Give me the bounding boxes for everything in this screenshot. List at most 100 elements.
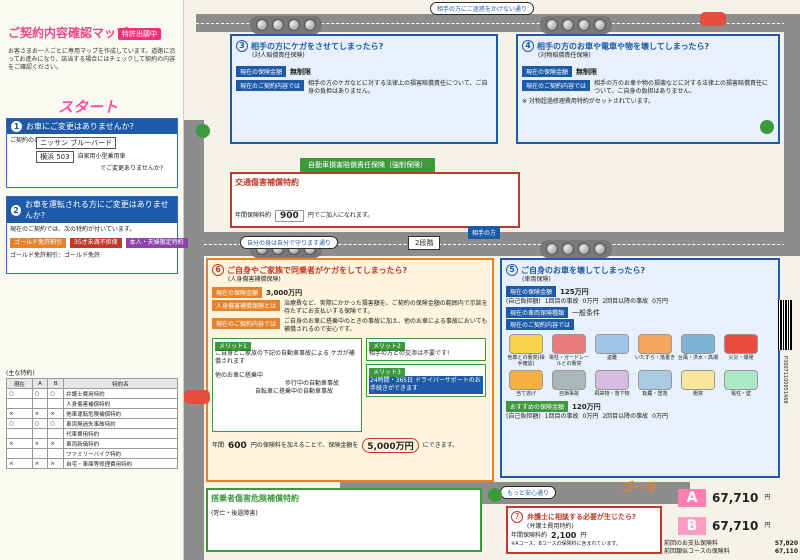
panel-5-recommend-label: おすすめの保険金額 bbox=[506, 401, 569, 412]
panel-3-bodily-injury: 3 相手の方にケガをさせてしまったら? (対人賠償責任保険) 現在の保険金額 無… bbox=[230, 34, 498, 144]
course-b-price: 67,710 bbox=[712, 519, 759, 533]
panel-4-contract-text: 相手の方のお車や物の損壊などに対する法律上の損害賠償責任について、ご自身の負担は… bbox=[594, 80, 769, 95]
start-sign: スタート bbox=[58, 98, 119, 116]
panel-5-current-label: 現在の保険金額 bbox=[506, 286, 557, 297]
damage-grid: 他車との衝突(相手確認) 電柱・ガードレールとの衝突 盗難 いたずら・落書き 台… bbox=[506, 334, 774, 397]
special-terms-table: 現在 A B 特約名 ○○○弁護士費用特約 人身傷害補償特約 ×××他車運転危険… bbox=[6, 378, 178, 469]
question-1: 1 お車にご変更はありませんか? ご契約のお車は ニッサン ブルーバード 横浜 … bbox=[6, 118, 178, 188]
panel-4-contract-label: 現在のご契約内容では bbox=[522, 80, 591, 91]
panel-5-recommend-value: 120万円 bbox=[572, 402, 601, 411]
light-icon bbox=[562, 243, 574, 255]
panel-4-heading: 相手の方のお車や電車や物を壊してしまったら? bbox=[537, 41, 710, 51]
goal-sign: ゴール bbox=[620, 480, 657, 494]
gold-note: ゴールド免許割引：ゴールド免許 bbox=[10, 252, 101, 259]
table-row: 代車費用特約 bbox=[6, 428, 178, 439]
falling-object-icon bbox=[595, 370, 629, 390]
question-1-text: お車にご変更はありませんか? bbox=[26, 122, 134, 131]
question-1-number: 1 bbox=[11, 121, 22, 132]
panel-3-current-value: 無制限 bbox=[290, 67, 312, 76]
prev-label: 前回のお支払保険料 bbox=[664, 540, 719, 547]
merit-3-label: メリット3 bbox=[369, 368, 405, 377]
panel-5-deductible-1v: 0万円 bbox=[582, 298, 599, 305]
panel-5-recommend-1v: 0万円 bbox=[582, 413, 599, 420]
table-row: ×××自宅・車庫等修理費用特約 bbox=[6, 458, 178, 469]
light-icon bbox=[256, 19, 268, 31]
intersection-sign: 2段階 bbox=[408, 236, 441, 250]
light-icon bbox=[578, 243, 590, 255]
damage-item: 転覆・墜落 bbox=[642, 391, 668, 397]
tree-icon bbox=[488, 488, 502, 502]
table-row: ファミリーバイク特約 bbox=[6, 448, 178, 459]
merit-2-text: 相手の方との交渉は不要です! bbox=[369, 350, 450, 357]
traffic-light-3 bbox=[250, 16, 322, 34]
panel-4-current-label: 現在の保険金額 bbox=[522, 66, 573, 77]
panel-7-number: 7 bbox=[511, 511, 523, 523]
panel-5-deductible-1: 1回目の事故 bbox=[544, 298, 579, 305]
col-b: B bbox=[47, 378, 65, 389]
panel-5-sub: (車両保険) bbox=[522, 276, 551, 283]
table-row: 人身傷害補償特約 bbox=[6, 398, 178, 409]
panel-6-number: 6 bbox=[212, 264, 224, 276]
merit-1-label: メリット1 bbox=[215, 342, 251, 351]
previous-fees: 前回のお支払保険料 57,820 前回類似コースの保険料 67,110 bbox=[664, 540, 798, 556]
scene-walking: 歩行中の自動車事故 bbox=[285, 380, 340, 387]
damage-item: 台風・洪水・高潮 bbox=[678, 355, 719, 361]
table-row: ×××他車運転危険補償特約 bbox=[6, 408, 178, 419]
tree-icon bbox=[760, 120, 774, 134]
light-icon bbox=[272, 19, 284, 31]
wall-icon bbox=[724, 370, 758, 390]
panel-7-fee-label: 年間保険料約 bbox=[511, 531, 548, 539]
panel-5-recommend-deductible: (自己負担額) bbox=[506, 413, 541, 420]
question-2: 2 お車を運転される方にご変更はありませんか? 現在のご契約では、次の特約が付い… bbox=[6, 196, 188, 274]
traffic-fee: 900 bbox=[275, 210, 304, 222]
recommend-fee: 600 bbox=[228, 440, 247, 451]
badge-family: 本人・夫婦限定特約 bbox=[125, 238, 188, 248]
road-middle-dash bbox=[184, 244, 800, 245]
traffic-fee-tail: 円でご加入になれます。 bbox=[307, 212, 374, 219]
panel-5-contract-label: 現在のご契約内容では bbox=[506, 319, 575, 330]
car-icon bbox=[700, 12, 726, 26]
light-icon bbox=[546, 19, 558, 31]
self-accident-icon bbox=[552, 370, 586, 390]
table-row: ×××車両新価特約 bbox=[6, 438, 178, 449]
damage-item: 盗難 bbox=[606, 355, 617, 361]
course-b-badge: B bbox=[678, 517, 706, 535]
course-a-price: 67,710 bbox=[712, 491, 759, 505]
road-top-dash bbox=[196, 23, 800, 24]
panel-6-desc-label: 人身傷害補償保険とは bbox=[212, 300, 281, 311]
light-icon bbox=[594, 243, 606, 255]
panel-6-sub: (人身傷害補償保険) bbox=[228, 276, 281, 283]
special-terms: (主な特約) 現在 A B 特約名 ○○○弁護士費用特約 人身傷害補償特約 ××… bbox=[6, 370, 178, 469]
merit-3-text: 24時間・365日 ドライバーサポートのお手続きができます bbox=[369, 376, 483, 394]
graffiti-icon bbox=[638, 334, 672, 354]
prev-value: 57,820 bbox=[774, 540, 798, 547]
damage-item: 他車との衝突(相手確認) bbox=[507, 355, 545, 367]
light-icon bbox=[546, 243, 558, 255]
panel-3-current-label: 現在の保険金額 bbox=[236, 66, 287, 77]
question-2-number: 2 bbox=[11, 204, 21, 216]
compulsory-insurance-sign: 自動車損害賠償責任保険（強制保険） bbox=[300, 158, 435, 172]
col-current: 現在 bbox=[6, 378, 33, 389]
panel-7-lawyer: 7 弁護士に相談する必要が生じたら? (弁護士費用特約) 年間保険料約 2,10… bbox=[506, 506, 662, 554]
panel-5-deductible-2: 2回目以降の事故 bbox=[602, 298, 649, 305]
light-icon bbox=[288, 19, 300, 31]
panel-7-heading: 弁護士に相談する必要が生じたら? bbox=[527, 513, 637, 521]
table-row: ○○○車両無過失事故特約 bbox=[6, 418, 178, 429]
passenger-heading: 搭乗者傷害危険補償特約 bbox=[211, 494, 299, 503]
course-b: B 67,710 円 bbox=[678, 514, 796, 538]
left-panel: ご契約内容確認マップ 特許出願中 お客さまお一人ごとに専用マップを作成しています… bbox=[0, 0, 188, 560]
panel-5-type-value: 一般条件 bbox=[572, 308, 601, 317]
question-1-tail: でご変更ありませんか? bbox=[100, 165, 164, 172]
road-label-top: 相手の方にご迷惑をかけない通り bbox=[430, 2, 534, 15]
hit-and-run-icon bbox=[509, 370, 543, 390]
course-a: A 67,710 円 bbox=[678, 486, 796, 510]
panel-3-contract-label: 現在のご契約内容では bbox=[236, 80, 305, 91]
intro-text: お客さまお一人ごとに専用マップを作成しています。道路に沿ってお進みになり、該当す… bbox=[8, 48, 176, 71]
panel-6-current-value: 3,000万円 bbox=[266, 288, 303, 297]
traffic-light-5 bbox=[540, 240, 612, 258]
car-name: ニッサン ブルーバード bbox=[36, 137, 117, 149]
damage-item: 火災・爆発 bbox=[728, 355, 754, 361]
panel-7-sub: (弁護士費用特約) bbox=[527, 523, 574, 530]
prev-course-value: 67,110 bbox=[774, 548, 798, 555]
car-type: 自家用小型乗用車 bbox=[77, 153, 126, 160]
